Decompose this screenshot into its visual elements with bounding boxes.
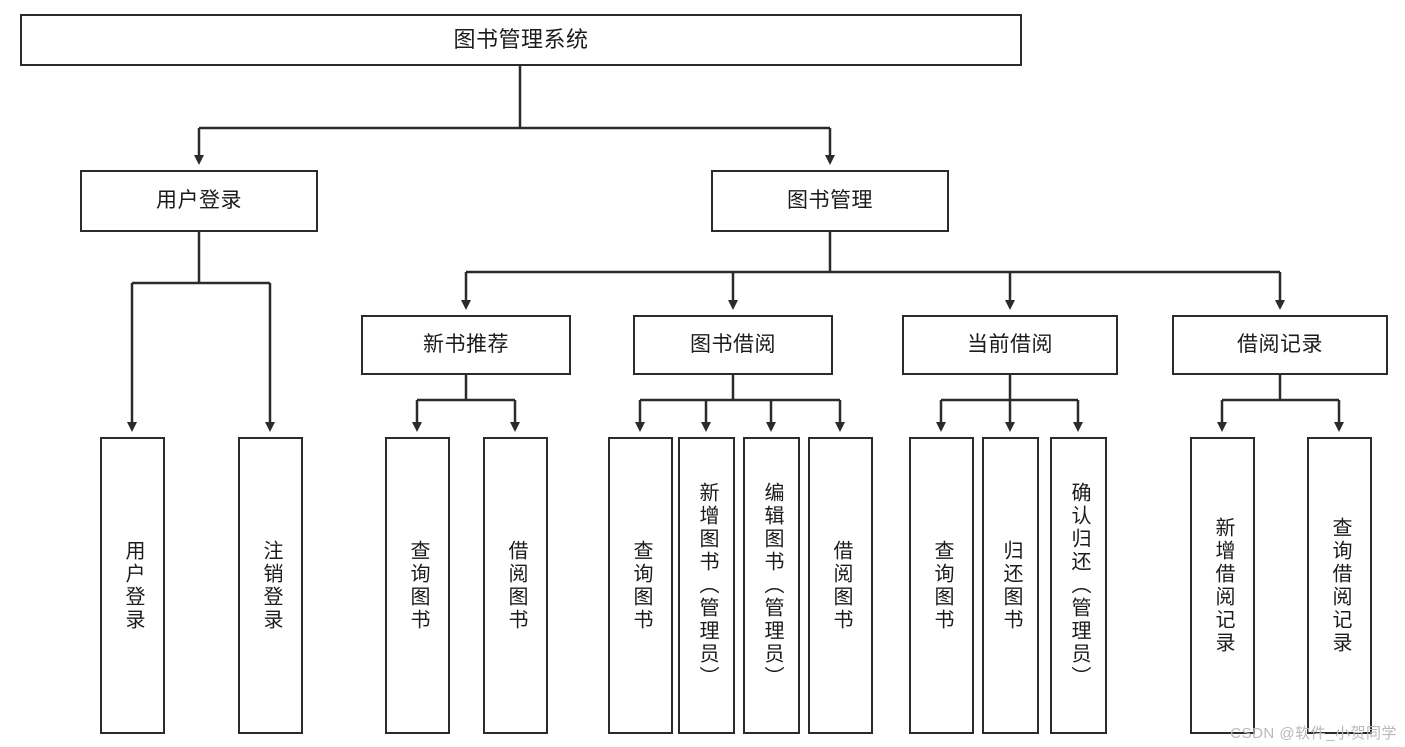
node-root-book-management-system[interactable]: 图书管理系统 xyxy=(20,14,1022,66)
node-label: 确认归还（管理员） xyxy=(1068,482,1090,689)
node-label: 借阅图书 xyxy=(505,539,527,632)
node-user-login[interactable]: 用户登录 xyxy=(80,170,318,232)
leaf-book-borrow-query[interactable]: 查询图书 xyxy=(608,437,673,734)
leaf-user-login-logout[interactable]: 注销登录 xyxy=(238,437,303,734)
node-label: 归还图书 xyxy=(1000,539,1022,632)
leaf-user-login-login[interactable]: 用户登录 xyxy=(100,437,165,734)
node-label: 图书管理 xyxy=(787,189,873,213)
node-label: 注销登录 xyxy=(260,539,282,632)
leaf-current-borrow-return[interactable]: 归还图书 xyxy=(982,437,1039,734)
watermark: CSDN @软件_小贺同学 xyxy=(1230,725,1397,742)
node-book-borrow[interactable]: 图书借阅 xyxy=(633,315,833,375)
node-label: 当前借阅 xyxy=(967,333,1053,357)
leaf-borrow-record-add[interactable]: 新增借阅记录 xyxy=(1190,437,1255,734)
node-label: 借阅图书 xyxy=(830,539,852,632)
node-book-management[interactable]: 图书管理 xyxy=(711,170,949,232)
node-label: 借阅记录 xyxy=(1237,333,1323,357)
node-label: 查询图书 xyxy=(407,539,429,632)
node-label: 编辑图书（管理员） xyxy=(761,482,783,689)
leaf-current-borrow-confirm-return[interactable]: 确认归还（管理员） xyxy=(1050,437,1107,734)
node-label: 用户登录 xyxy=(156,189,242,213)
node-current-borrow[interactable]: 当前借阅 xyxy=(902,315,1118,375)
node-label: 图书管理系统 xyxy=(453,26,589,52)
node-label: 用户登录 xyxy=(122,539,144,632)
leaf-new-book-query[interactable]: 查询图书 xyxy=(385,437,450,734)
node-label: 图书借阅 xyxy=(690,333,776,357)
leaf-borrow-record-query[interactable]: 查询借阅记录 xyxy=(1307,437,1372,734)
node-label: 查询图书 xyxy=(630,539,652,632)
node-label: 新增借阅记录 xyxy=(1212,516,1234,655)
leaf-book-borrow-edit[interactable]: 编辑图书（管理员） xyxy=(743,437,800,734)
leaf-new-book-borrow[interactable]: 借阅图书 xyxy=(483,437,548,734)
leaf-book-borrow-borrow[interactable]: 借阅图书 xyxy=(808,437,873,734)
leaf-current-borrow-query[interactable]: 查询图书 xyxy=(909,437,974,734)
node-label: 查询图书 xyxy=(931,539,953,632)
node-label: 新书推荐 xyxy=(423,333,509,357)
node-label: 查询借阅记录 xyxy=(1329,516,1351,655)
node-borrow-record[interactable]: 借阅记录 xyxy=(1172,315,1388,375)
leaf-book-borrow-add[interactable]: 新增图书（管理员） xyxy=(678,437,735,734)
node-label: 新增图书（管理员） xyxy=(696,482,718,689)
node-new-book-recommend[interactable]: 新书推荐 xyxy=(361,315,571,375)
